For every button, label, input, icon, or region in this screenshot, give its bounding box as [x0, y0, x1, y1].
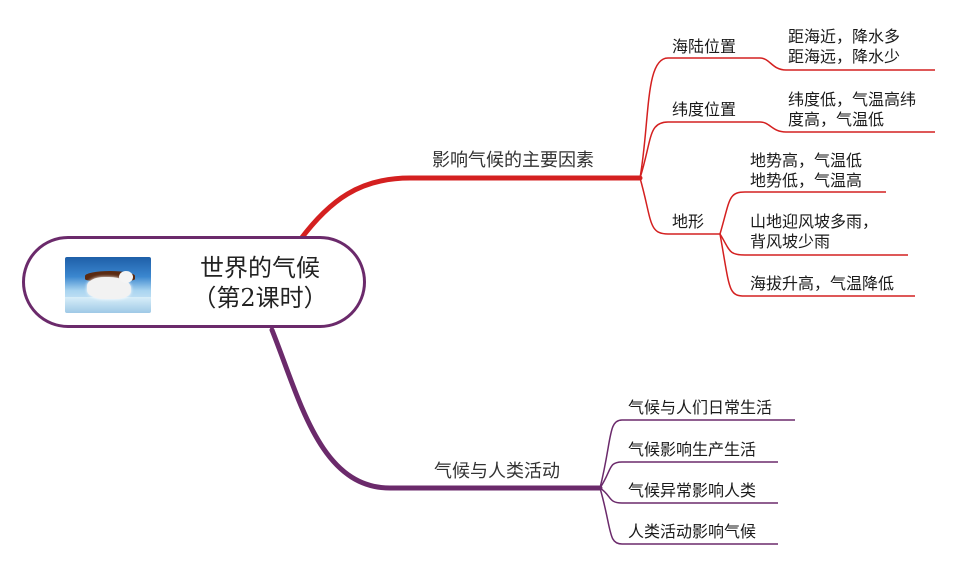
leaf-terrain-a-2[interactable]: 地势低，气温高	[750, 171, 863, 190]
root-node[interactable]: 世界的气候 （第2课时）	[22, 236, 366, 328]
connector-root-to-human	[269, 327, 603, 491]
leaf-terrain-b-1[interactable]: 山地迎风坡多雨，	[750, 212, 879, 231]
connector-sea-land-leaf	[759, 57, 935, 71]
connector-latitude-leaf	[759, 121, 935, 133]
branch-human-label[interactable]: 气候与人类活动	[434, 461, 560, 482]
connector-terrain-leaf-c	[719, 233, 915, 297]
root-title-line1: 世界的气候	[200, 254, 320, 282]
node-sea-land[interactable]: 海陆位置	[672, 37, 737, 56]
connector-human-to-child-2	[599, 461, 778, 489]
leaf-human-3[interactable]: 气候异常影响人类	[628, 481, 757, 500]
leaf-human-1[interactable]: 气候与人们日常生活	[628, 398, 773, 417]
leaf-terrain-a-1[interactable]: 地势高，气温低	[750, 151, 863, 170]
node-latitude[interactable]: 纬度位置	[672, 100, 737, 119]
leaf-human-2[interactable]: 气候影响生产生活	[628, 440, 757, 459]
node-terrain[interactable]: 地形	[672, 212, 705, 231]
branch-factors-label[interactable]: 影响气候的主要因素	[432, 150, 594, 171]
leaf-human-4[interactable]: 人类活动影响气候	[628, 522, 757, 541]
bear-back-shadow	[85, 271, 135, 281]
connector-human-to-child-1	[599, 419, 795, 489]
root-title: 世界的气候 （第2课时）	[175, 253, 345, 313]
leaf-sea-land-2[interactable]: 距海远，降水少	[788, 47, 901, 66]
connector-factors-to-terrain	[639, 177, 720, 235]
connector-terrain-leaf-a	[719, 191, 886, 235]
connector-human-to-child-3	[599, 487, 778, 504]
leaf-latitude-1[interactable]: 纬度低，气温高纬	[788, 90, 917, 109]
leaf-terrain-c-1[interactable]: 海拔升高，气温降低	[750, 274, 895, 293]
leaf-terrain-b-2[interactable]: 背风坡少雨	[750, 232, 831, 251]
leaf-sea-land-1[interactable]: 距海近，降水多	[788, 27, 901, 46]
leaf-latitude-2[interactable]: 度高，气温低	[788, 110, 885, 129]
ice-floe	[65, 297, 151, 313]
connector-root-to-factors	[297, 175, 643, 243]
polar-bear-shape	[87, 271, 133, 299]
polar-bear-on-ice-image	[65, 257, 151, 313]
connector-human-to-child-4	[599, 487, 778, 545]
root-title-line2: （第2课时）	[192, 284, 328, 312]
connector-terrain-leaf-b	[719, 233, 908, 256]
connector-factors-to-sea-land	[639, 57, 760, 179]
connector-factors-to-latitude	[639, 121, 760, 179]
